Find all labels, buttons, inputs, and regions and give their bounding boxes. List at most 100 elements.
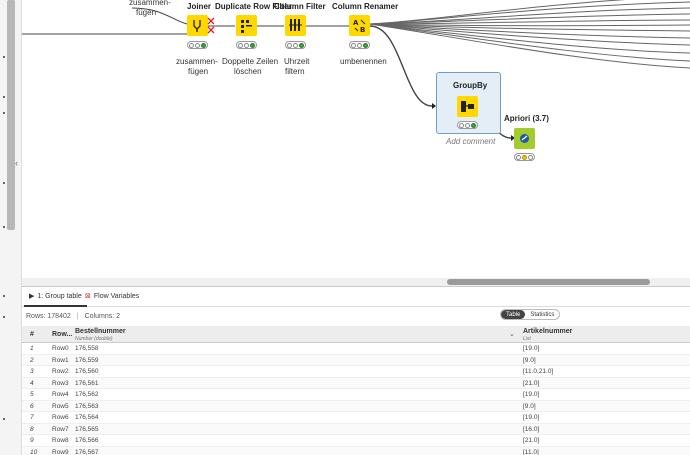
- row-number: 1: [30, 345, 34, 352]
- statistics-toggle-option[interactable]: Statistics: [530, 312, 555, 318]
- duplicate-filter-icon: [241, 20, 252, 33]
- status-dot: [298, 42, 304, 48]
- row-id: Row6: [52, 414, 69, 421]
- column-filter-label: filtern: [285, 67, 305, 76]
- apriori-node-title: Apriori (3.7): [504, 114, 549, 123]
- status-dot: [521, 154, 527, 160]
- warning-x-icon: [207, 17, 215, 34]
- strip-marker: [3, 96, 5, 98]
- status-dot: [356, 42, 362, 48]
- row-number: 5: [30, 391, 34, 398]
- group-table: # Row... Bestellnummer Number (double) ⌄…: [22, 326, 690, 455]
- row-number: 10: [30, 448, 38, 455]
- artikelnummer-cell: [21.0]: [523, 379, 540, 387]
- status-dot: [362, 42, 368, 48]
- row-id: Row5: [52, 402, 69, 410]
- header-artikelnummer[interactable]: Artikelnummer List: [523, 328, 572, 343]
- header-num: #: [30, 331, 34, 338]
- tab-label: 1: Group table: [37, 293, 82, 300]
- collapse-chevron-icon[interactable]: ‹: [15, 158, 18, 168]
- artikelnummer-cell: [9.0]: [523, 402, 536, 410]
- groupby-icon: [461, 101, 474, 112]
- status-dot: [464, 122, 470, 128]
- left-scrollbar[interactable]: [7, 0, 15, 230]
- table-row[interactable]: 1 Row0 176,558 [19.0]: [22, 343, 690, 355]
- status-dot: [292, 42, 298, 48]
- header-row-id[interactable]: Row...: [52, 331, 73, 338]
- header-bestellnummer[interactable]: Bestellnummer Number (double): [75, 328, 126, 343]
- artikelnummer-cell: [19.0]: [523, 414, 540, 421]
- canvas-horizontal-scrollbar[interactable]: [22, 278, 690, 286]
- artikelnummer-cell: [16.0]: [523, 425, 540, 433]
- column-renamer-node[interactable]: A B: [349, 15, 370, 36]
- svg-text:B: B: [360, 26, 365, 34]
- tab-group-table[interactable]: ▶1: Group table: [24, 291, 87, 307]
- artikelnummer-cell: [11.0,21.0]: [523, 368, 554, 375]
- apriori-node[interactable]: [514, 128, 535, 149]
- rows-count: Rows: 178402: [26, 313, 71, 320]
- canvas-scroll-thumb[interactable]: [447, 279, 650, 285]
- joiner-node-title: Joiner: [187, 2, 212, 11]
- duplicate-row-filter-node[interactable]: [236, 15, 257, 36]
- left-sidebar-strip: ‹: [0, 0, 22, 455]
- table-info: Rows: 178402|Columns: 2: [26, 313, 120, 320]
- columns-count: Columns: 2: [84, 313, 120, 320]
- bestellnummer-cell: 176,565: [75, 425, 99, 433]
- artikelnummer-cell: [11.0]: [523, 448, 539, 455]
- flow-variables-icon: ⊠: [85, 293, 91, 300]
- output-tabs: ▶1: Group table ⊠Flow Variables: [22, 287, 690, 307]
- sort-chevron-icon[interactable]: ⌄: [509, 331, 515, 338]
- column-filter-node[interactable]: [285, 15, 306, 36]
- table-statistics-toggle[interactable]: Table Statistics: [500, 309, 561, 320]
- status-dot: [470, 122, 476, 128]
- joiner-status: [187, 41, 208, 49]
- svg-text:A: A: [353, 19, 359, 27]
- bestellnummer-cell: 176,558: [75, 345, 99, 352]
- header-artikelnummer-type: List: [523, 336, 531, 342]
- row-id: Row2: [52, 368, 69, 375]
- bestellnummer-cell: 176,561: [75, 379, 99, 387]
- add-comment-link[interactable]: Add comment: [446, 137, 496, 146]
- strip-marker: [3, 316, 5, 318]
- row-number: 2: [30, 356, 34, 364]
- table-toggle-option[interactable]: Table: [501, 310, 526, 319]
- row-id: Row0: [52, 345, 69, 352]
- apriori-icon: [520, 134, 529, 143]
- strip-marker: [3, 182, 5, 184]
- tab-flow-variables[interactable]: ⊠Flow Variables: [80, 291, 144, 307]
- row-id: Row8: [52, 437, 69, 444]
- column-filter-label: Uhrzeit: [284, 57, 310, 66]
- status-dot: [238, 42, 244, 48]
- status-dot: [527, 154, 533, 160]
- groupby-status: [457, 121, 478, 129]
- row-id: Row1: [52, 356, 69, 364]
- groupby-node[interactable]: [457, 96, 478, 117]
- joiner-node[interactable]: [187, 15, 208, 36]
- groupby-node-title: GroupBy: [453, 81, 488, 90]
- artikelnummer-cell: [21.0]: [523, 437, 540, 444]
- column-filter-node-title: Column Filter: [274, 2, 326, 11]
- rename-icon: A B: [353, 19, 366, 34]
- row-id: Row7: [52, 425, 69, 433]
- table-header: # Row... Bestellnummer Number (double) ⌄…: [22, 326, 690, 343]
- bestellnummer-cell: 176,559: [75, 356, 99, 364]
- bestellnummer-cell: 176,563: [75, 402, 99, 410]
- upstream-node-label: fügen: [136, 8, 157, 17]
- artikelnummer-cell: [19.0]: [523, 391, 540, 398]
- artikelnummer-cell: [19.0]: [523, 345, 540, 352]
- bestellnummer-cell: 176,567: [75, 448, 99, 455]
- status-dot: [351, 42, 357, 48]
- column-filter-icon: [289, 19, 302, 31]
- bestellnummer-cell: 176,564: [75, 414, 99, 421]
- workflow-canvas[interactable]: zusammen- fügen Joiner zusammen- fügen D…: [22, 0, 690, 286]
